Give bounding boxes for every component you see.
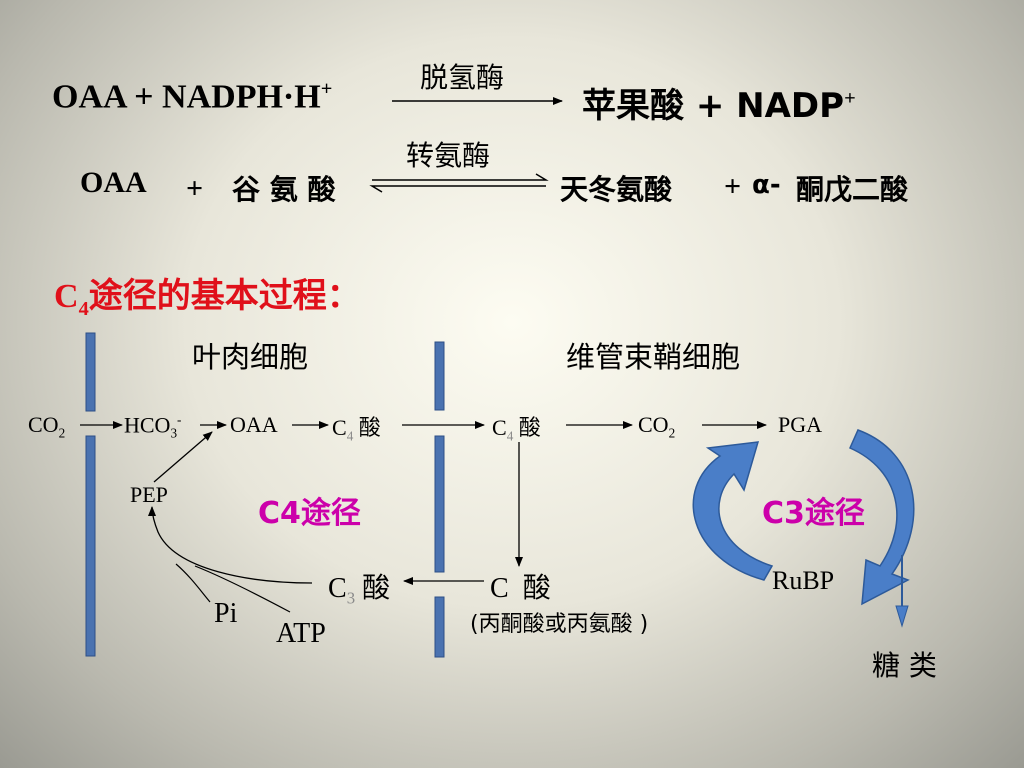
node-hco3: HCO3- [124,412,182,441]
equation1-left: OAA + NADPH·H+ [52,78,333,116]
node-oaa: OAA [230,412,278,437]
node-sugars: 糖 类 [872,649,937,682]
equation2-glutamate: 谷 氨 酸 [232,173,336,206]
node-co2-bundle-sheath: CO2 [638,412,676,441]
node-c4-acid-mesophyll: C4 酸 [332,415,381,444]
membrane-mid-middle [434,435,445,573]
section-title: C4途径的基本过程： [54,276,361,320]
c3-acid-note: (丙酮酸或丙氨酸 ) [470,612,649,637]
node-co2-mesophyll: CO2 [28,412,66,441]
membrane-mid-upper [434,341,445,411]
arrow-to-sugars-head [895,605,909,628]
equation2-plus1: + [186,172,204,205]
arrow-pep-to-oaa [153,431,213,483]
c3-pathway-label: C3途径 [762,496,865,531]
equation2-oaa: OAA [80,166,147,199]
equation2-alpha: α- [752,170,781,200]
membrane-left-lower [85,435,96,657]
node-c3-acid-mesophyll: C3 酸 [328,571,391,608]
membrane-mid-lower [434,596,445,658]
node-c3-acid-bundle-sheath: C 酸 [490,571,551,604]
equation2-reversible-arrow [369,173,549,193]
node-pi: Pi [214,598,238,629]
node-rubp: RuBP [772,566,835,595]
arrow-c3acid-to-pep [148,506,313,584]
node-pep: PEP [130,482,168,507]
c4-pathway-label: C4途径 [258,496,361,531]
node-pga: PGA [778,412,823,437]
membrane-left-upper [85,332,96,412]
bundle-sheath-cell-label: 维管束鞘细胞 [566,340,741,374]
mesophyll-cell-label: 叶肉细胞 [192,340,309,374]
cycle-arrow-upper [849,429,915,606]
equation2-aspartate: 天冬氨酸 [560,173,673,206]
cycle-arrow-lower [692,441,774,581]
equation2-plus2: + [724,170,742,203]
node-c4-acid-bundle-sheath: C4 酸 [492,415,541,444]
pi-line [175,563,211,603]
equation1-right: 苹果酸 + NADP+ [582,86,856,126]
atp-line [194,565,291,613]
equation1-enzyme: 脱氢酶 [420,61,505,94]
equation2-enzyme: 转氨酶 [406,139,491,172]
node-atp: ATP [276,618,326,649]
equation2-ketoglutarate: 酮戊二酸 [796,173,909,206]
